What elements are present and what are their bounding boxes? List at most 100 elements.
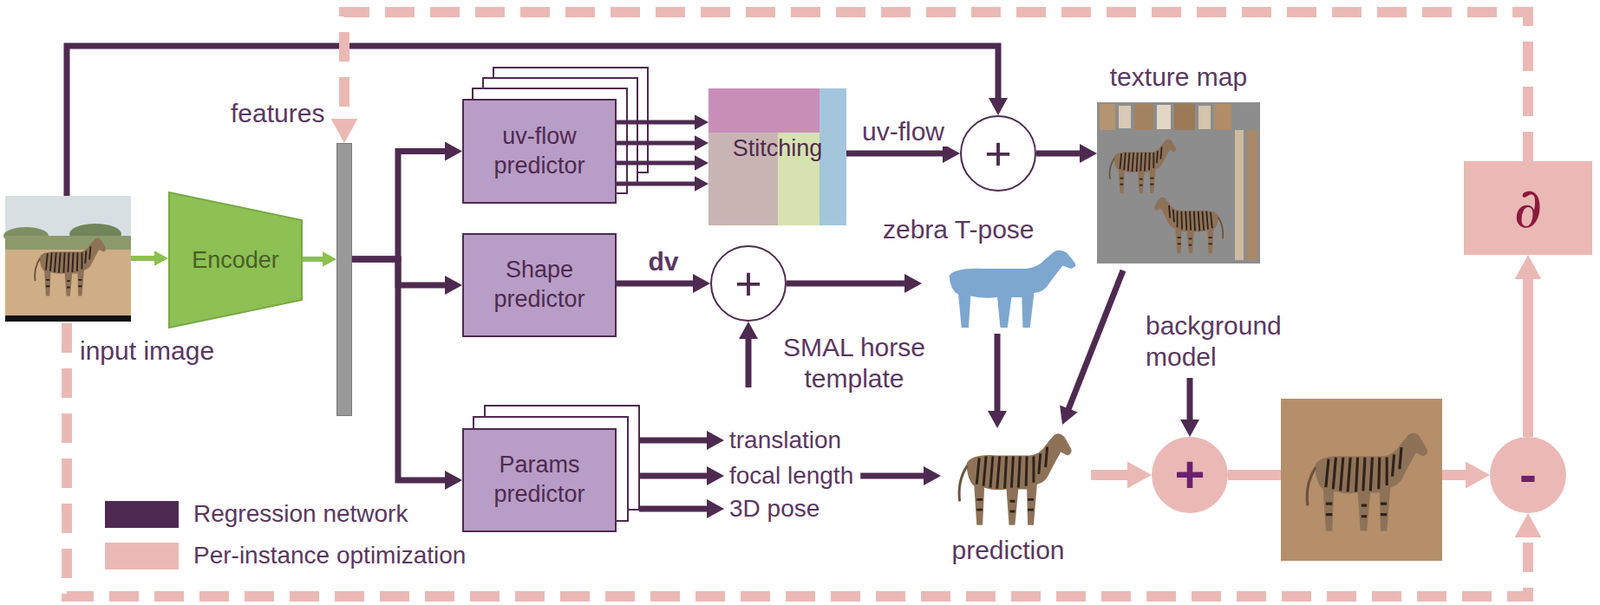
connector (616, 114, 709, 192)
connector-line (616, 280, 694, 288)
arrowhead (923, 466, 941, 486)
box-label: Stitching (732, 135, 823, 163)
image-node: texture map (1097, 62, 1261, 264)
connector-line (616, 161, 696, 166)
arrowhead (1127, 462, 1152, 490)
connector (786, 274, 922, 294)
connector-line (994, 333, 1001, 412)
composited-render (1280, 398, 1443, 562)
connector (639, 431, 725, 451)
connector-line (616, 141, 696, 146)
legend-item: Per-instance optimization (104, 542, 466, 570)
operator-symbol: ∂ (1513, 180, 1542, 236)
legend-item: Regression network (104, 500, 408, 529)
connector (1180, 378, 1200, 438)
predictor-box: uv-flow predictor (462, 98, 617, 204)
connector (352, 259, 463, 490)
arrowhead (331, 118, 359, 144)
operator-symbol: + (984, 130, 1013, 177)
arrowhead (706, 431, 725, 451)
edge-label: dv (644, 247, 682, 277)
legend-label: Regression network (193, 500, 408, 529)
stitching-grid-box: Stitching (708, 88, 847, 226)
operator-symbol: - (1519, 449, 1537, 502)
text-node: focal length (729, 462, 854, 490)
connector (639, 466, 725, 486)
feature-label: features (230, 98, 325, 129)
input-photo (3, 195, 131, 322)
grid-cell (819, 88, 847, 226)
text-node: translation (729, 426, 842, 455)
connector (860, 466, 941, 486)
connector (1036, 143, 1098, 164)
connector-line (302, 256, 324, 262)
connector (352, 142, 463, 261)
t-pose-mesh (949, 250, 1077, 328)
param-label: translation (729, 426, 842, 455)
sum-circle: + (710, 245, 787, 322)
connector (1059, 270, 1124, 425)
text-node: 3D pose (729, 495, 820, 523)
connector-line (639, 506, 708, 513)
text-node: SMAL horse template (771, 332, 937, 395)
connector-line (786, 280, 906, 288)
arrowhead (1515, 513, 1542, 538)
param-label: focal length (729, 462, 854, 490)
connector (639, 499, 725, 519)
feature-bar: features (336, 143, 353, 417)
image-label: input image (79, 336, 215, 366)
legend-swatch (104, 542, 179, 570)
stitching-grid (708, 88, 847, 226)
arrowhead (738, 321, 758, 340)
connector (987, 333, 1007, 429)
image-label: prediction (940, 535, 1076, 566)
arrowhead (694, 114, 709, 131)
predictor-box: Shape predictor (462, 233, 617, 338)
connector-line (846, 150, 944, 157)
connector (1090, 462, 1152, 490)
operator-symbol: + (734, 260, 763, 307)
arrowhead (692, 274, 711, 294)
arrowhead (1180, 419, 1200, 438)
connector-line (1187, 378, 1194, 421)
text-label: background model (1145, 310, 1307, 373)
arrowhead (444, 275, 463, 295)
arrowhead (1079, 143, 1098, 164)
grid-cell (708, 88, 820, 133)
box-label: uv-flow predictor (472, 122, 607, 182)
connector (302, 251, 337, 268)
operator-symbol: + (1174, 449, 1205, 502)
arrowhead (1465, 462, 1490, 490)
arrowhead (444, 470, 463, 490)
legend-label: Per-instance optimization (193, 542, 466, 570)
texture-map-image (1097, 102, 1261, 264)
arrowhead (694, 155, 709, 171)
connector (352, 259, 463, 295)
connector (66, 323, 1542, 597)
encoder-trapezoid: Encoder (168, 191, 303, 329)
connector-line (1068, 270, 1124, 410)
param-label: 3D pose (729, 495, 820, 523)
arrowhead (706, 499, 725, 519)
image-node: prediction (940, 428, 1076, 573)
box-label: Params predictor (472, 450, 607, 510)
text-label: SMAL horse template (771, 332, 937, 395)
connector-line (616, 120, 696, 125)
sum-circle: + (1151, 437, 1228, 514)
legend-swatch (104, 501, 179, 529)
arrowhead (987, 411, 1007, 429)
arrowhead (694, 135, 709, 151)
trapezoid-shape (169, 192, 302, 328)
arrowhead (444, 142, 463, 162)
connector-line (616, 182, 696, 187)
box-label: Shape predictor (472, 255, 607, 315)
edge-label-box: dv (644, 247, 682, 277)
arrowhead (154, 250, 169, 267)
arrowhead (988, 97, 1008, 116)
connector-line (352, 151, 446, 261)
connector-line (1522, 278, 1534, 438)
connector-line (130, 255, 156, 262)
arrowhead (942, 143, 960, 164)
connector-line (1036, 150, 1081, 157)
